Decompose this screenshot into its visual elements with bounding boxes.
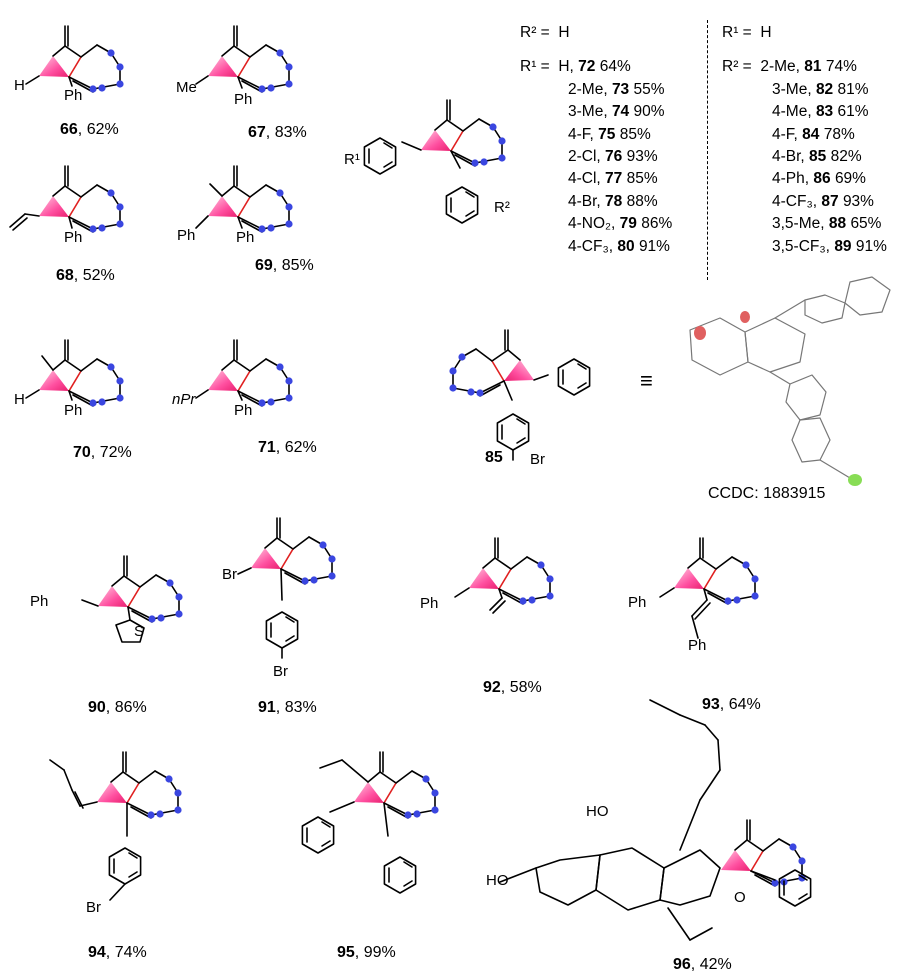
compound-label-71: 71, 62%: [258, 439, 317, 456]
atom-H: H: [14, 391, 25, 408]
atom-HO: HO: [486, 872, 509, 889]
compound-label-70: 70, 72%: [73, 444, 132, 461]
substituent-table-left: R² = H R¹ = H, 72 64% 2-Me, 73 55% 3-Me,…: [520, 24, 673, 255]
compound-label-93: 93, 64%: [702, 696, 761, 713]
atom-Ph: Ph: [628, 594, 647, 611]
atom-Br: Br: [530, 451, 545, 468]
atom-HO: HO: [586, 803, 609, 820]
ccdc-number: CCDC: 1883915: [708, 485, 826, 502]
atom-nPr: nPr: [172, 391, 196, 408]
atom-Ph: Ph: [64, 402, 83, 419]
atom-R2: R²: [494, 199, 510, 216]
compound-label-94: 94, 74%: [88, 944, 147, 961]
atom-Ph: Ph: [234, 402, 253, 419]
atom-Ph: Ph: [177, 227, 196, 244]
compound-label-68: 68, 52%: [56, 267, 115, 284]
atom-Ph: Ph: [234, 91, 253, 108]
compound-label-66: 66, 62%: [60, 121, 119, 138]
table-divider: [707, 20, 708, 280]
atom-H: H: [14, 77, 25, 94]
atom-S: S: [134, 623, 145, 640]
atom-Ph: Ph: [64, 87, 83, 104]
atom-Br: Br: [273, 663, 288, 680]
compound-label-91: 91, 83%: [258, 699, 317, 716]
atom-Ph: Ph: [420, 595, 439, 612]
compound-label-85: 85: [485, 449, 503, 466]
equivalence-symbol: ≡: [640, 368, 653, 393]
compound-label-67: 67, 83%: [248, 124, 307, 141]
compound-label-95: 95, 99%: [337, 944, 396, 961]
atom-Br: Br: [222, 566, 237, 583]
compound-label-96: 96, 42%: [673, 956, 732, 973]
compound-label-90: 90, 86%: [88, 699, 147, 716]
compound-label-92: 92, 58%: [483, 679, 542, 696]
substituent-table-right: R¹ = H R² = 2-Me, 81 74% 3-Me, 82 81% 4-…: [722, 24, 887, 255]
compound-label-69: 69, 85%: [255, 257, 314, 274]
atom-Ph: Ph: [688, 637, 707, 654]
atom-R1: R¹: [344, 151, 360, 168]
atom-Ph: Ph: [64, 229, 83, 246]
atom-O: O: [734, 889, 746, 906]
xray-structure: [689, 276, 891, 486]
atom-Me: Me: [176, 79, 197, 96]
atom-Ph: Ph: [236, 229, 255, 246]
atom-Br: Br: [86, 899, 101, 916]
atom-Ph: Ph: [30, 593, 49, 610]
